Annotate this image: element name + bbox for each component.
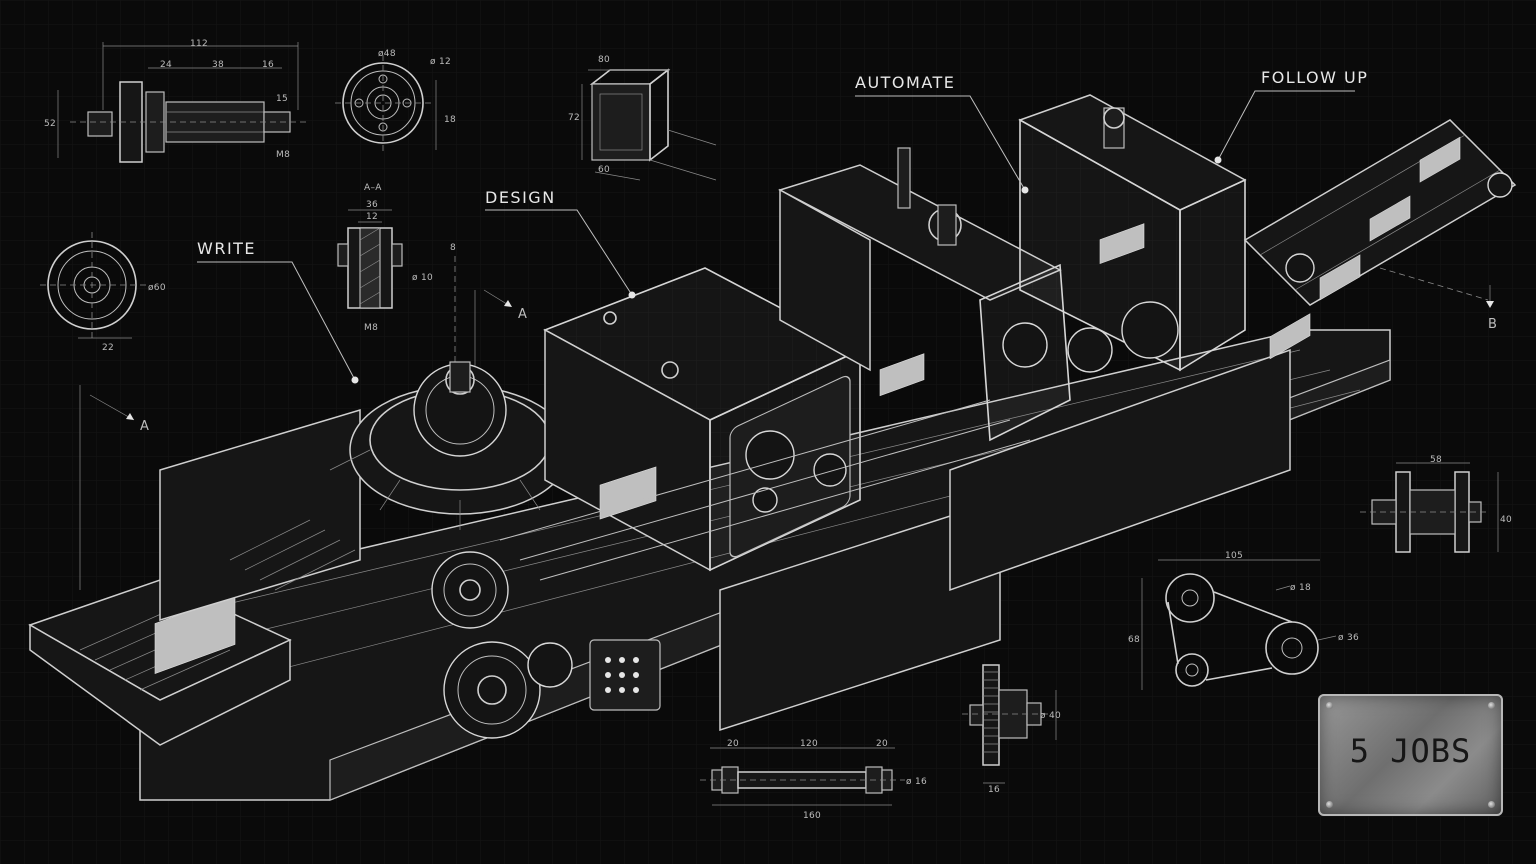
- cube-detail-drawing: 80 72 60: [568, 55, 717, 181]
- dim-shaft-d3: 16: [262, 60, 274, 70]
- assembly-machine: [28, 94, 1517, 801]
- callout-design-label: DESIGN: [485, 188, 556, 207]
- callout-follow-up-label: FOLLOW UP: [1261, 68, 1368, 87]
- dim-hub-h: 40: [1500, 515, 1512, 525]
- dim-belt-d2: ø 36: [1338, 633, 1359, 643]
- dim-belt-w: 105: [1225, 551, 1243, 561]
- jobs-count-text: 5 JOBS: [1349, 732, 1472, 770]
- shaft-detail-drawing: 112 24 38 16 52 15 M8: [44, 39, 310, 163]
- callout-write-label: WRITE: [197, 239, 256, 258]
- dim-shaft-d1: 24: [160, 60, 172, 70]
- dim-rod-l3: 20: [876, 739, 888, 749]
- dim-flange-hole: ø 12: [430, 57, 451, 67]
- dim-shaft-dia: 15: [276, 94, 288, 104]
- belt-drive-drawing: 105 68 ø 18 ø 36: [1128, 551, 1359, 690]
- dim-cube-d: 60: [598, 165, 610, 175]
- callout-automate: AUTOMATE: [855, 73, 1029, 194]
- rod-detail-drawing: 20 120 20 ø 16 160: [700, 739, 927, 821]
- disc-detail-drawing: ø60 22: [40, 232, 166, 353]
- callout-automate-label: AUTOMATE: [855, 73, 955, 92]
- section-mark-a-left: A: [140, 419, 149, 434]
- dim-section-w1: 36: [366, 200, 378, 210]
- input-tray: [28, 579, 292, 746]
- gear-detail-drawing: ø 40 16: [962, 664, 1061, 795]
- dim-gear-dia: ø 40: [1040, 711, 1061, 721]
- middle-station: [778, 147, 1071, 442]
- hub-detail-drawing: 58 40: [1360, 455, 1512, 553]
- flange-detail-drawing: ø48 ø 12 18: [335, 49, 456, 151]
- callout-design: DESIGN: [485, 188, 636, 299]
- dim-rod-overall: 160: [803, 811, 821, 821]
- dim-cube-w: 80: [598, 55, 610, 65]
- dim-gear-w: 16: [988, 785, 1000, 795]
- dim-section-mark: 8: [450, 243, 456, 253]
- dim-rod-dia: ø 16: [906, 777, 927, 787]
- dim-section-w2: 12: [366, 212, 378, 222]
- callout-write: WRITE: [197, 239, 359, 384]
- dim-shaft-h: 52: [44, 119, 56, 129]
- follow-up-module: [1018, 94, 1247, 373]
- section-mark-a-mid: A: [518, 307, 527, 322]
- jobs-count-plate: 5 JOBS: [1318, 694, 1503, 816]
- section-title: A–A: [364, 183, 382, 193]
- section-marks: A A B: [79, 267, 1497, 590]
- dim-belt-h: 68: [1128, 635, 1140, 645]
- dim-cube-h: 72: [568, 113, 580, 123]
- dim-hub-w: 58: [1430, 455, 1442, 465]
- dim-rod-l2: 120: [800, 739, 818, 749]
- control-keypad: [605, 657, 639, 693]
- dim-section-thread: M8: [364, 323, 378, 333]
- dim-disc-d: ø60: [148, 283, 166, 293]
- dim-shaft-thread: M8: [276, 150, 290, 160]
- section-aa-drawing: A–A 36 12 ø 10 M8 8: [337, 183, 456, 380]
- dim-disc-w: 22: [102, 343, 114, 353]
- output-conveyor: [1243, 119, 1517, 360]
- dim-rod-l1: 20: [727, 739, 739, 749]
- section-mark-b-right: B: [1488, 317, 1497, 332]
- drive-gears: [431, 551, 573, 739]
- dim-shaft-d2: 38: [212, 60, 224, 70]
- design-module: [543, 267, 862, 572]
- dim-section-hole: ø 10: [412, 273, 433, 283]
- dim-flange-w: 18: [444, 115, 456, 125]
- dim-flange-d: ø48: [378, 49, 396, 59]
- dim-belt-d1: ø 18: [1290, 583, 1311, 593]
- dim-shaft-overall: 112: [190, 39, 208, 49]
- callout-follow-up: FOLLOW UP: [1214, 68, 1368, 164]
